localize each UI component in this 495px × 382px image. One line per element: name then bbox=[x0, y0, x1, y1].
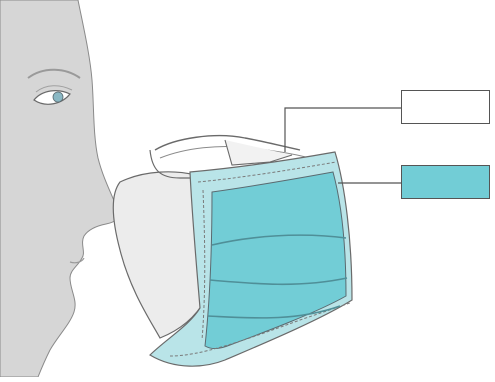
face-profile bbox=[0, 0, 120, 378]
mask-inner-layer bbox=[112, 171, 206, 339]
stitch-line-bottom bbox=[169, 302, 351, 357]
leader-line-top bbox=[284, 107, 401, 152]
nose-wire-area bbox=[149, 149, 205, 179]
pleat-1 bbox=[211, 234, 347, 246]
mask-side-strap bbox=[224, 139, 293, 166]
label-box-top bbox=[401, 90, 490, 124]
pleat-2 bbox=[209, 277, 348, 286]
eyelid-crease bbox=[35, 85, 73, 93]
label-box-bottom bbox=[401, 165, 490, 199]
iris bbox=[52, 91, 64, 103]
ear-loop bbox=[154, 134, 301, 151]
mask-body bbox=[204, 171, 347, 349]
eyebrow bbox=[27, 68, 81, 79]
lips bbox=[69, 257, 85, 264]
stitch-line-left bbox=[201, 189, 206, 341]
pleat-3 bbox=[207, 305, 341, 319]
